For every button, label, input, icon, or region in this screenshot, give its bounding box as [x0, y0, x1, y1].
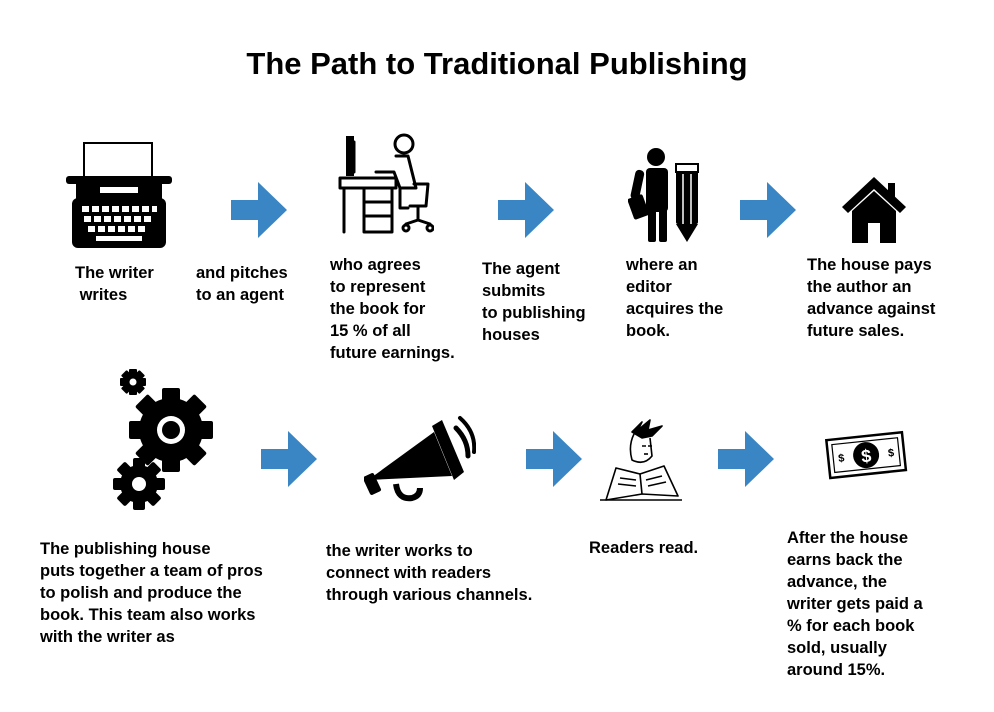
arrow-right-icon [718, 431, 774, 487]
arrow-right-icon [498, 182, 554, 238]
typewriter-icon [66, 142, 172, 248]
caption-house-pays: The house pays the author an advance aga… [807, 256, 936, 340]
svg-text:$: $ [887, 447, 894, 460]
caption-writer-gets-paid: After the house earns back the advance, … [787, 529, 923, 679]
reader-icon [600, 419, 682, 501]
svg-text:$: $ [860, 446, 872, 467]
editor-pencil-icon [628, 148, 699, 242]
caption-readers-read: Readers read. [589, 539, 699, 557]
caption-publishing-team: The publishing house puts together a tea… [40, 540, 263, 646]
house-icon [842, 177, 906, 243]
caption-pitches-agent: and pitches to an agent [196, 264, 288, 304]
caption-editor-acquires: where an editor acquires the book. [626, 256, 724, 340]
caption-writer-writes: The writer writes [75, 264, 154, 304]
caption-agent-agrees: who agrees to represent the book for 15 … [330, 256, 455, 362]
page-title: The Path to Traditional Publishing [246, 46, 748, 81]
caption-agent-submits: The agent submits to publishing houses [482, 260, 586, 344]
gears-icon [113, 369, 213, 510]
megaphone-icon [364, 416, 476, 502]
svg-text:$: $ [838, 452, 845, 465]
caption-writer-connects: the writer works to connect with readers… [326, 542, 533, 604]
arrow-right-icon [261, 431, 317, 487]
arrow-right-icon [740, 182, 796, 238]
arrow-right-icon [231, 182, 287, 238]
agent-desk-icon [338, 133, 434, 234]
dollar-bill-icon: $ $ $ [824, 430, 908, 480]
arrow-right-icon [526, 431, 582, 487]
